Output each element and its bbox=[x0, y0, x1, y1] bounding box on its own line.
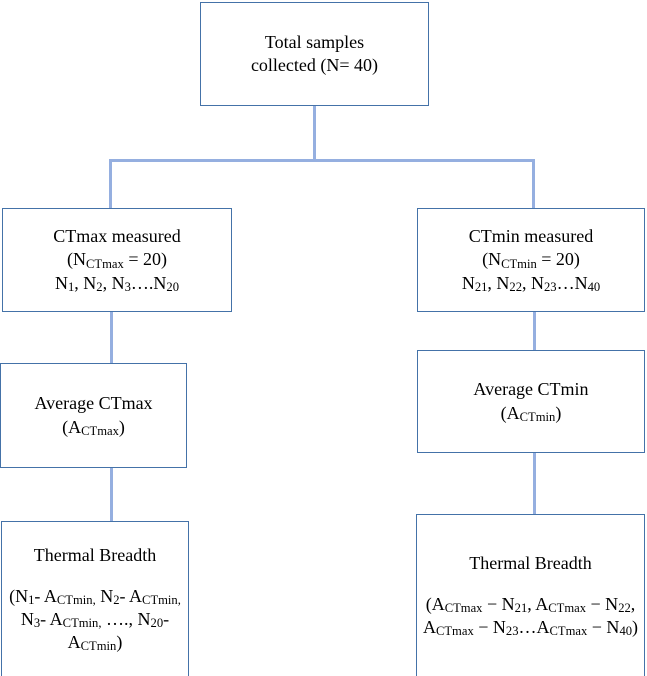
total-samples-line2: collected (N= 40) bbox=[250, 55, 379, 75]
connector-ctmax-to-average bbox=[110, 310, 113, 365]
total-samples-line1: Total samples bbox=[264, 31, 365, 52]
ctmin-measured-title: CTmin measured bbox=[468, 226, 594, 247]
average-ctmax-title: Average CTmax bbox=[34, 393, 153, 414]
connector-avgctmin-to-breadth bbox=[533, 451, 536, 516]
connector-avgctmax-to-breadth bbox=[110, 466, 113, 523]
ctmin-measured-count: (NCTmin = 20) bbox=[482, 249, 580, 272]
node-average-ctmin: Average CTmin (ACTmin) bbox=[417, 350, 645, 453]
ctmax-measured-title: CTmax measured bbox=[53, 226, 181, 247]
node-thermal-breadth-left: Thermal Breadth (N1- ACTmin, N2- ACTmin,… bbox=[1, 521, 189, 676]
ctmin-measured-samples: N21, N22, N23…N40 bbox=[461, 272, 601, 295]
connector-split-bus bbox=[109, 159, 535, 162]
average-ctmin-title: Average CTmin bbox=[473, 379, 589, 400]
node-average-ctmax: Average CTmax (ACTmax) bbox=[0, 363, 187, 468]
ctmax-measured-count: (NCTmax = 20) bbox=[67, 249, 167, 272]
thermal-breadth-left-formula: (N1- ACTmin, N2- ACTmin, N3- ACTmin, ….,… bbox=[9, 585, 181, 654]
node-ctmin-measured: CTmin measured (NCTmin = 20) N21, N22, N… bbox=[417, 208, 645, 312]
connector-ctmin-to-average bbox=[533, 310, 536, 352]
connector-split-to-ctmax bbox=[109, 159, 112, 210]
average-ctmin-symbol: (ACTmin) bbox=[500, 402, 562, 425]
ctmax-measured-samples: N1, N2, N3….N20 bbox=[55, 272, 179, 295]
thermal-breadth-right-formula: (ACTmax − N21, ACTmax − N22, ACTmax − N2… bbox=[422, 593, 639, 639]
thermal-breadth-right-title: Thermal Breadth bbox=[469, 553, 592, 574]
connector-split-to-ctmin bbox=[532, 159, 535, 210]
node-thermal-breadth-right: Thermal Breadth (ACTmax − N21, ACTmax − … bbox=[416, 514, 645, 676]
thermal-breadth-left-title: Thermal Breadth bbox=[33, 545, 157, 566]
average-ctmax-symbol: (ACTmax) bbox=[62, 416, 125, 439]
node-total-samples: Total samples collected (N= 40) bbox=[200, 2, 429, 106]
node-ctmax-measured: CTmax measured (NCTmax = 20) N1, N2, N3…… bbox=[2, 208, 232, 312]
connector-total-to-split bbox=[313, 106, 316, 162]
